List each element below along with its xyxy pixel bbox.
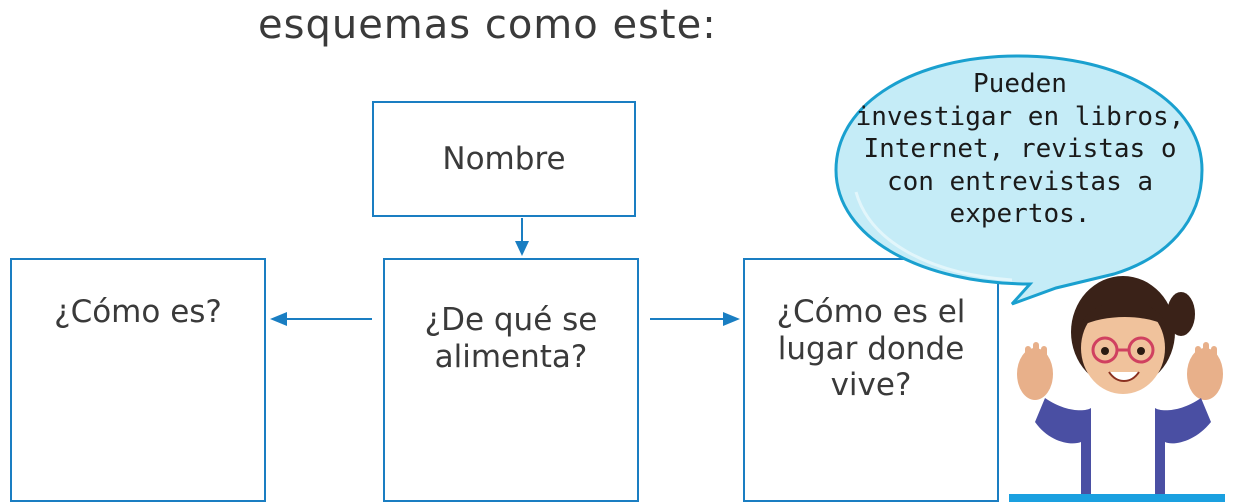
girl-illustration <box>1009 276 1225 502</box>
right-box-lugar: ¿Cómo es el lugar donde vive? <box>743 258 999 502</box>
bubble-line-4: con entrevistas a <box>886 166 1154 197</box>
center-box-line-1: ¿De qué se <box>424 302 598 338</box>
bubble-line-3: Internet, revistas o <box>863 134 1177 164</box>
left-box-label: ¿Cómo es? <box>54 294 222 330</box>
bubble-line-1: Pueden <box>973 69 1067 99</box>
speech-bubble <box>834 54 1204 306</box>
bubble-line-2: investigar en libros, <box>855 101 1185 132</box>
speech-bubble-text: Pueden investigar en libros, Internet, r… <box>848 68 1192 231</box>
center-box-line-2: alimenta? <box>434 338 588 375</box>
right-box-line-3: vive? <box>830 367 912 404</box>
right-box-line-1: ¿Cómo es el <box>776 294 966 330</box>
top-box-label: Nombre <box>442 140 566 177</box>
arrow-right <box>650 312 740 326</box>
arrow-down <box>515 218 529 256</box>
top-box-nombre: Nombre <box>372 101 636 217</box>
arrow-left <box>270 312 372 326</box>
bubble-line-5: expertos. <box>949 199 1091 229</box>
left-box-como-es: ¿Cómo es? <box>10 258 266 502</box>
center-box-alimenta: ¿De qué se alimenta? <box>383 258 639 502</box>
intro-text: esquemas como este: <box>258 2 717 48</box>
right-box-line-2: lugar donde <box>777 330 965 367</box>
